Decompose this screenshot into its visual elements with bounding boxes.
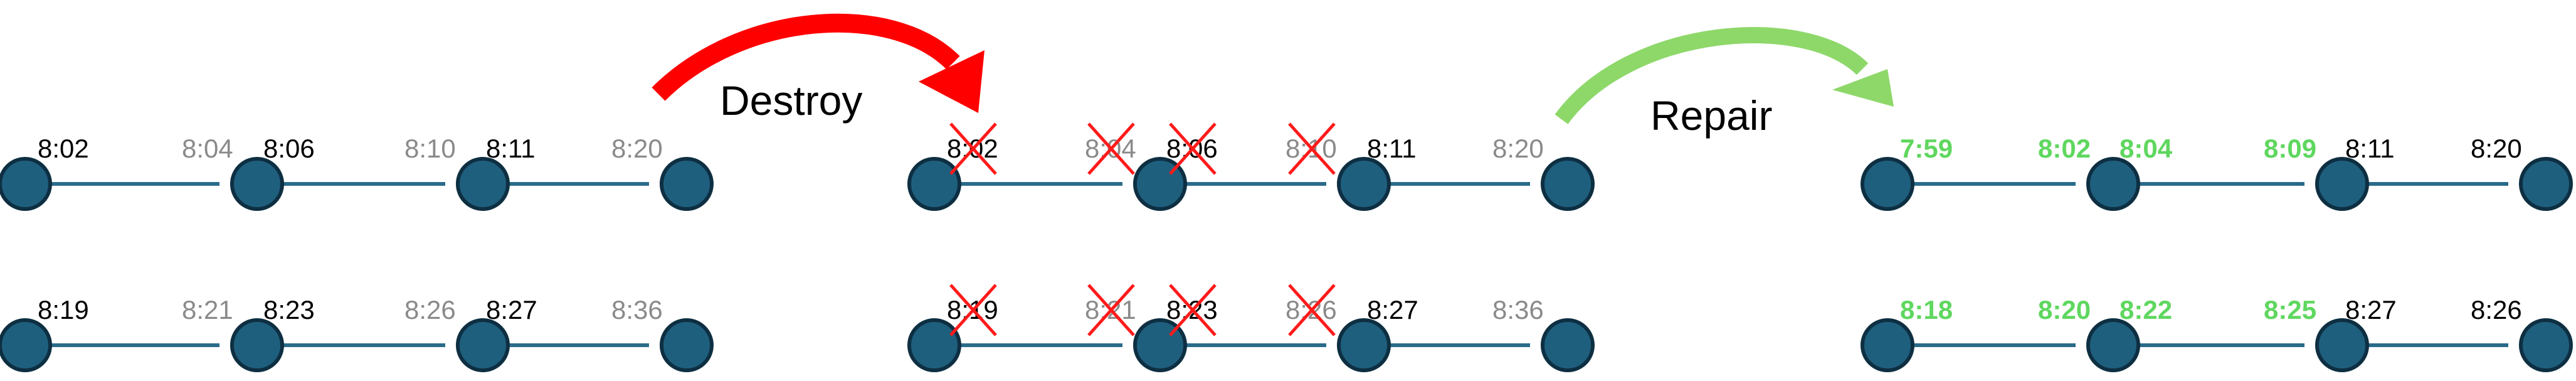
cross-mark bbox=[1288, 122, 1336, 175]
panel-destroyed: 8:028:048:068:108:118:208:198:218:238:26… bbox=[907, 122, 1595, 372]
time-label: 8:06 bbox=[263, 134, 315, 163]
time-label: 8:20 bbox=[611, 134, 663, 163]
cross-mark bbox=[1288, 284, 1336, 336]
panel-original: 8:02 8:04 8:06 8:10 8:11 8:20 8:19 8:21 8:23 8:26… bbox=[0, 134, 714, 372]
time-label: 8:25 bbox=[2264, 295, 2316, 325]
route-row: 8:19 8:21 8:23 8:26 8:27 8:36 bbox=[0, 295, 714, 372]
time-label: 8:36 bbox=[1492, 295, 1544, 325]
time-label: 8:22 bbox=[2119, 295, 2172, 325]
route-node bbox=[907, 318, 961, 372]
cross-stroke bbox=[949, 122, 997, 175]
route-node bbox=[230, 157, 284, 211]
cross-mark bbox=[1087, 284, 1135, 336]
route-node bbox=[2519, 318, 2573, 372]
cross-mark bbox=[949, 284, 997, 336]
cross-stroke bbox=[1087, 284, 1135, 336]
route-node bbox=[2519, 157, 2573, 211]
cross-stroke bbox=[949, 284, 997, 336]
route-node bbox=[660, 318, 714, 372]
destroy-label: Destroy bbox=[720, 77, 862, 124]
cross-stroke bbox=[1288, 122, 1336, 175]
time-label: 8:04 bbox=[2119, 134, 2173, 163]
repair-label: Repair bbox=[1650, 92, 1772, 139]
destroy-arrow: Destroy bbox=[652, 13, 984, 124]
time-label: 8:36 bbox=[611, 295, 663, 325]
time-label: 8:09 bbox=[2264, 134, 2316, 163]
destroy-arrow-shaft bbox=[652, 13, 960, 101]
cross-mark bbox=[1169, 122, 1217, 175]
time-label: 8:02 bbox=[2038, 134, 2091, 163]
route-row: 7:59 8:02 8:04 8:09 8:11 8:20 bbox=[1861, 134, 2573, 211]
cross-stroke bbox=[1169, 122, 1217, 175]
time-label: 8:20 bbox=[2471, 134, 2522, 163]
time-label: 8:27 bbox=[486, 295, 537, 325]
cross-mark bbox=[949, 122, 997, 175]
cross-stroke bbox=[1087, 122, 1135, 175]
time-label: 8:02 bbox=[38, 134, 89, 163]
cross-stroke bbox=[1288, 284, 1336, 336]
time-label: 8:26 bbox=[404, 295, 456, 325]
time-label: 8:21 bbox=[182, 295, 233, 325]
route-row: 8:02 8:04 8:06 8:10 8:11 8:20 bbox=[0, 134, 714, 211]
route-node bbox=[2315, 318, 2369, 372]
repair-arrow-head bbox=[1832, 69, 1894, 107]
route-node bbox=[1861, 318, 1914, 372]
cross-stroke bbox=[1169, 284, 1217, 336]
time-label: 8:04 bbox=[182, 134, 233, 163]
time-label: 7:59 bbox=[1900, 134, 1953, 163]
time-label: 8:27 bbox=[1367, 295, 1418, 325]
cross-mark bbox=[1087, 122, 1135, 175]
time-label: 8:11 bbox=[1367, 134, 1417, 163]
route-row: 8:028:048:068:108:118:20 bbox=[907, 122, 1595, 211]
route-node bbox=[907, 157, 961, 211]
time-label: 8:20 bbox=[2038, 295, 2091, 325]
time-label: 8:26 bbox=[2471, 295, 2522, 325]
time-label: 8:19 bbox=[38, 295, 89, 325]
panel-repaired: 7:59 8:02 8:04 8:09 8:11 8:20 8:18 8:20 8:22 8:25… bbox=[1861, 134, 2573, 372]
destroy-arrow-head bbox=[919, 50, 984, 113]
time-label: 8:11 bbox=[486, 134, 536, 163]
route-node bbox=[0, 318, 52, 372]
repair-arrow: Repair bbox=[1555, 27, 1894, 139]
time-label: 8:20 bbox=[1492, 134, 1544, 163]
route-node bbox=[1337, 318, 1391, 372]
route-node bbox=[1861, 157, 1914, 211]
time-label: 8:11 bbox=[2345, 134, 2395, 163]
route-node bbox=[1541, 318, 1595, 372]
route-node bbox=[1337, 157, 1391, 211]
route-row: 8:198:218:238:268:278:36 bbox=[907, 284, 1595, 372]
time-label: 8:18 bbox=[1900, 295, 1953, 325]
time-label: 8:27 bbox=[2345, 295, 2397, 325]
route-node bbox=[0, 157, 52, 211]
cross-mark bbox=[1169, 284, 1217, 336]
route-node bbox=[2315, 157, 2369, 211]
route-row: 8:18 8:20 8:22 8:25 8:27 8:26 bbox=[1861, 295, 2573, 372]
route-node bbox=[230, 318, 284, 372]
route-node bbox=[456, 318, 510, 372]
time-label: 8:10 bbox=[404, 134, 456, 163]
route-node bbox=[2086, 318, 2140, 372]
route-node bbox=[2086, 157, 2140, 211]
repair-arrow-shaft bbox=[1555, 27, 1869, 124]
route-node bbox=[456, 157, 510, 211]
time-label: 8:23 bbox=[263, 295, 315, 325]
panels-layer: 8:02 8:04 8:06 8:10 8:11 8:20 8:19 8:21 8:23 8:26… bbox=[0, 122, 2573, 372]
route-node bbox=[1541, 157, 1595, 211]
route-node bbox=[660, 157, 714, 211]
